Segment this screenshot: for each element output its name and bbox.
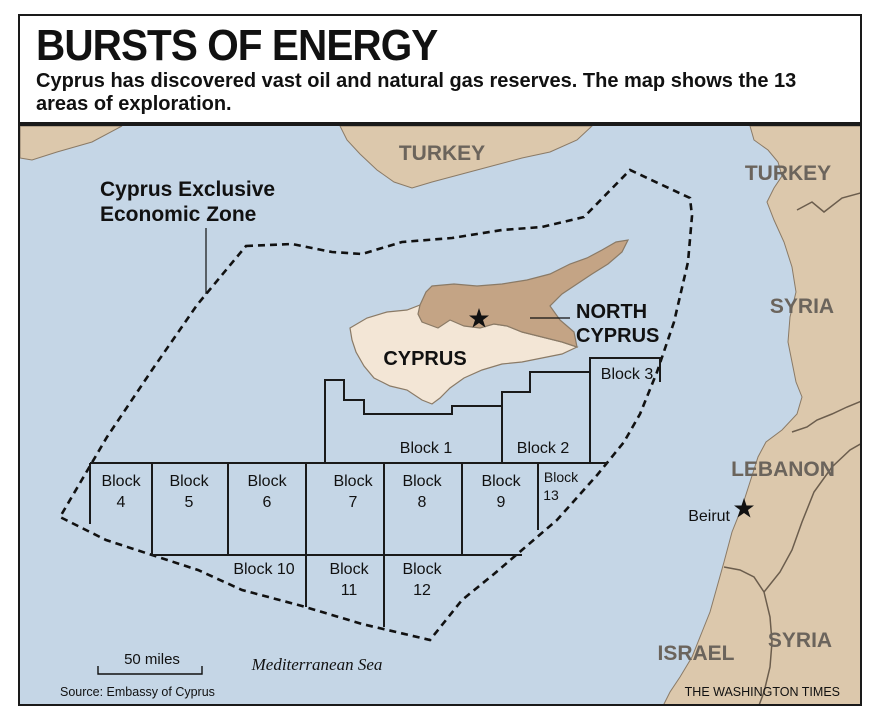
block-label-5b: 5 — [185, 494, 194, 511]
block-label-6a: Block — [247, 473, 287, 490]
header: BURSTS OF ENERGY Cyprus has discovered v… — [20, 16, 860, 126]
source-note: Source: Embassy of Cyprus — [60, 685, 215, 699]
block-label-9b: 9 — [497, 494, 506, 511]
label-turkey-east: TURKEY — [745, 162, 831, 185]
block-label-3: Block 3 — [601, 366, 654, 383]
scale-label: 50 miles — [124, 651, 180, 668]
border-syria-lebanon-north — [791, 400, 860, 433]
label-eez-2: Economic Zone — [100, 203, 256, 226]
block-label-12a: Block — [402, 561, 442, 578]
land-turkey-north — [339, 125, 594, 189]
block-label-2: Block 2 — [517, 440, 570, 457]
block-label-5a: Block — [169, 473, 209, 490]
block-label-7b: 7 — [349, 494, 358, 511]
block-label-10: Block 10 — [233, 561, 294, 578]
block-label-11a: Block — [329, 561, 369, 578]
border-israel-syria — [758, 591, 773, 704]
map-graphic: TURKEY TURKEY SYRIA LEBANON Beirut ISRAE… — [18, 14, 862, 706]
block-label-11b: 11 — [341, 582, 358, 599]
capital-star-icon — [469, 308, 489, 328]
page-subtitle: Cyprus has discovered vast oil and natur… — [36, 70, 797, 115]
page-title: BURSTS OF ENERGY — [36, 21, 438, 70]
exploration-blocks — [89, 357, 661, 627]
block-label-4a: Block — [101, 473, 141, 490]
credit-note: THE WASHINGTON TIMES — [685, 685, 840, 699]
block-label-13b: 13 — [543, 487, 559, 503]
label-syria-north: SYRIA — [770, 295, 834, 318]
label-cyprus: CYPRUS — [383, 348, 466, 370]
land-top-left — [20, 125, 123, 161]
block-label-4b: 4 — [117, 494, 126, 511]
block-label-12b: 12 — [413, 582, 431, 599]
block-label-7a: Block — [333, 473, 373, 490]
block-label-1: Block 1 — [400, 440, 453, 457]
label-eez-1: Cyprus Exclusive — [100, 178, 275, 201]
border-lebanon-south — [723, 566, 765, 593]
border-turkey-syria — [796, 192, 860, 213]
eez-boundary — [58, 168, 694, 642]
block-label-13a: Block — [544, 469, 579, 485]
block-label-9a: Block — [481, 473, 521, 490]
label-beirut: Beirut — [688, 508, 730, 525]
land-levant — [663, 125, 860, 704]
label-sea: Mediterranean Sea — [251, 655, 383, 674]
block-label-6b: 6 — [263, 494, 272, 511]
label-north-cyprus-2: CYPRUS — [576, 325, 659, 347]
land-north-cyprus — [417, 239, 630, 348]
label-israel: ISRAEL — [657, 642, 734, 665]
block-label-8a: Block — [402, 473, 442, 490]
block-label-8b: 8 — [418, 494, 427, 511]
border-lebanon-syria — [763, 443, 860, 593]
label-turkey-north: TURKEY — [399, 142, 485, 165]
map-svg: TURKEY TURKEY SYRIA LEBANON Beirut ISRAE… — [20, 125, 860, 704]
scale-bar — [97, 666, 203, 675]
label-syria-south: SYRIA — [768, 629, 832, 652]
label-north-cyprus-1: NORTH — [576, 301, 647, 323]
beirut-star-icon — [734, 498, 754, 518]
label-lebanon: LEBANON — [731, 458, 835, 481]
